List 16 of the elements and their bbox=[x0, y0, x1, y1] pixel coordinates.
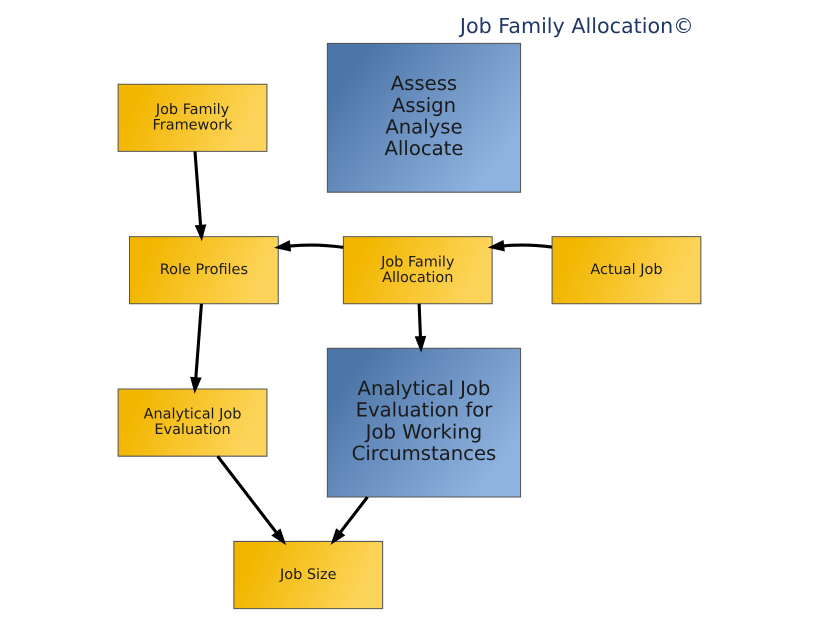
arrow bbox=[193, 151, 206, 242]
arrow bbox=[488, 240, 552, 252]
arrow bbox=[190, 304, 203, 394]
diagram-title: Job Family Allocation© bbox=[460, 14, 694, 38]
arrow bbox=[216, 455, 286, 546]
node-box: Job Size bbox=[233, 540, 384, 610]
node-box: Analytical Job Evaluation bbox=[118, 388, 268, 457]
node-box: Analytical Job Evaluation for Job Working Circumstances bbox=[326, 348, 522, 498]
node-box: Role Profiles bbox=[128, 236, 279, 304]
arrow bbox=[274, 240, 344, 252]
node-box: Job Family Allocation bbox=[342, 236, 493, 304]
node-box: Actual Job bbox=[552, 236, 702, 304]
node-box: Job Family Framework bbox=[118, 84, 268, 152]
arrow bbox=[330, 496, 369, 545]
arrow bbox=[414, 304, 426, 353]
node-box: Assess Assign Analyse Allocate bbox=[326, 42, 522, 193]
